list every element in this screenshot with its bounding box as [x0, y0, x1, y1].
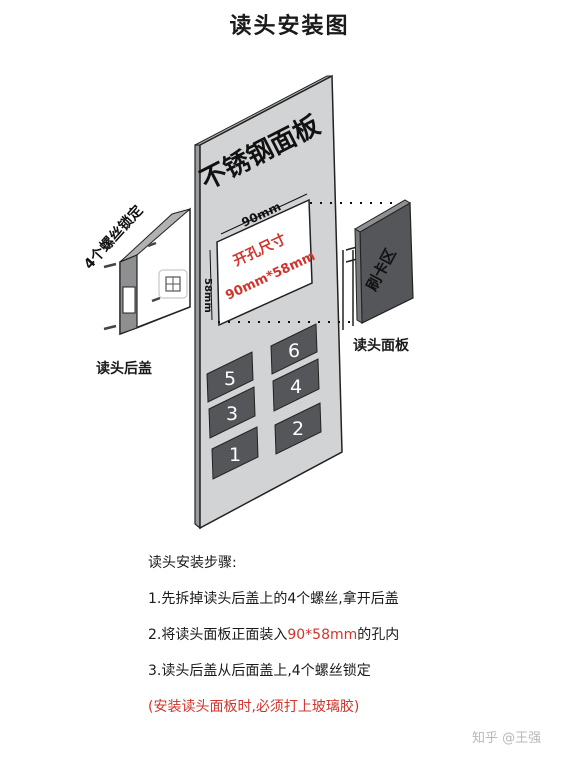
watermark: 知乎 @王强: [472, 731, 542, 746]
rear-cover-label: 读头后盖: [96, 361, 152, 377]
key-5: [206, 351, 254, 403]
scan-icon: [158, 269, 188, 299]
key-2-label: 2: [292, 418, 304, 440]
key-1: [211, 426, 259, 480]
rear-cover: [103, 207, 191, 336]
step-3: 3.读头后盖从后面盖上,4个螺丝锁定: [148, 663, 371, 679]
step-1: 1.先拆掉读头后盖上的4个螺丝,拿开后盖: [148, 591, 399, 607]
key-6: [270, 323, 318, 375]
height-dim-line: [209, 249, 213, 321]
key-2: [274, 402, 322, 455]
page-title: 读头安装图: [229, 14, 350, 39]
key-6-label: 6: [288, 340, 300, 362]
key-1-label: 1: [229, 444, 241, 466]
step-2: 2.将读头面板正面装入90*58mm的孔内: [148, 617, 568, 653]
width-dim-line: [220, 193, 308, 235]
reader-panel-label: 读头面板: [353, 338, 409, 354]
installation-diagram: 不锈钢面板 90mm 58mm 开孔尺寸 90mm*58mm 6 5 4 3 2…: [80, 74, 414, 530]
step-2-suffix: 的孔内: [357, 627, 400, 643]
key-3: [208, 386, 256, 439]
reader-panel: [342, 199, 414, 330]
steps-heading: 读头安装步骤:: [148, 555, 237, 571]
cutout-hole: [216, 198, 313, 327]
key-5-label: 5: [224, 368, 236, 390]
install-note: (安装读头面板时,必须打上玻璃胶): [148, 699, 360, 715]
install-steps: 读头安装步骤: 1.先拆掉读头后盖上的4个螺丝,拿开后盖 2.将读头面板正面装入…: [148, 545, 568, 725]
key-4-label: 4: [290, 376, 302, 398]
step-2-prefix: 2.将读头面板正面装入: [148, 627, 288, 643]
key-3-label: 3: [226, 403, 238, 425]
keypad: 6 5 4 3 2 1: [206, 323, 322, 480]
step-2-size: 90*58mm: [287, 627, 358, 643]
key-4: [272, 358, 320, 412]
height-dim: 58mm: [202, 278, 213, 313]
